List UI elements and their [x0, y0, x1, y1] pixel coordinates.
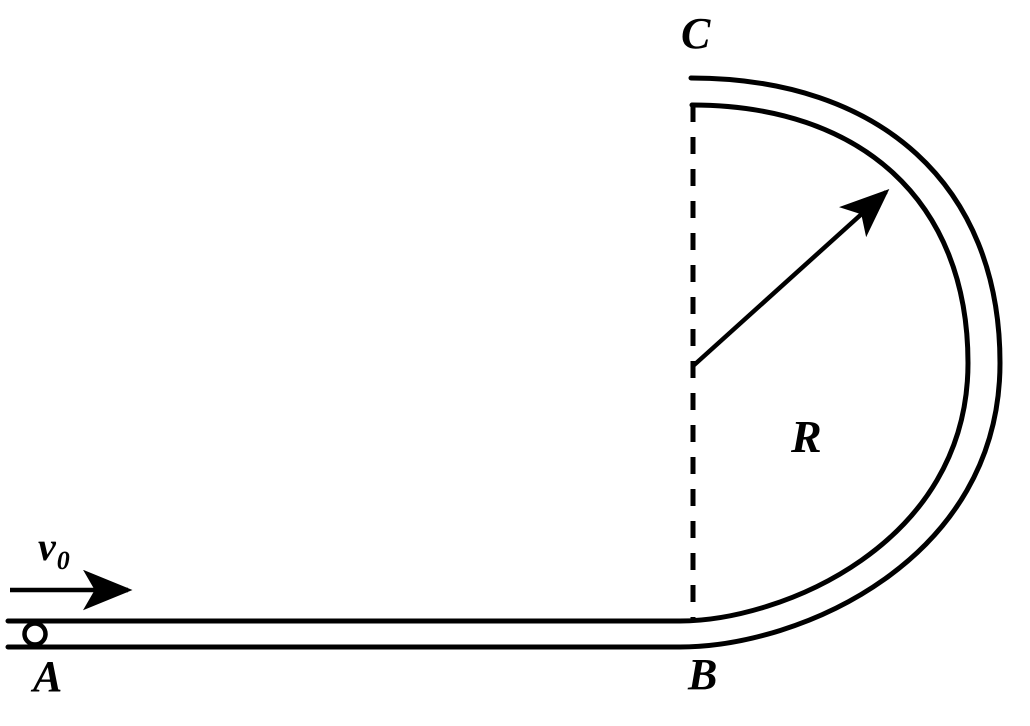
track-outer-wall [5, 75, 1003, 650]
label-radius-r: R [791, 411, 822, 462]
velocity-symbol: v [38, 524, 56, 569]
label-point-b: B [688, 650, 718, 699]
label-point-a: A [33, 652, 63, 701]
velocity-subscript: 0 [56, 546, 70, 575]
label-initial-velocity: v0 [38, 527, 70, 574]
track-inner-wall [5, 102, 971, 624]
label-point-c: C [681, 9, 711, 58]
radius-arrow [691, 188, 890, 368]
ball-icon [22, 621, 48, 647]
